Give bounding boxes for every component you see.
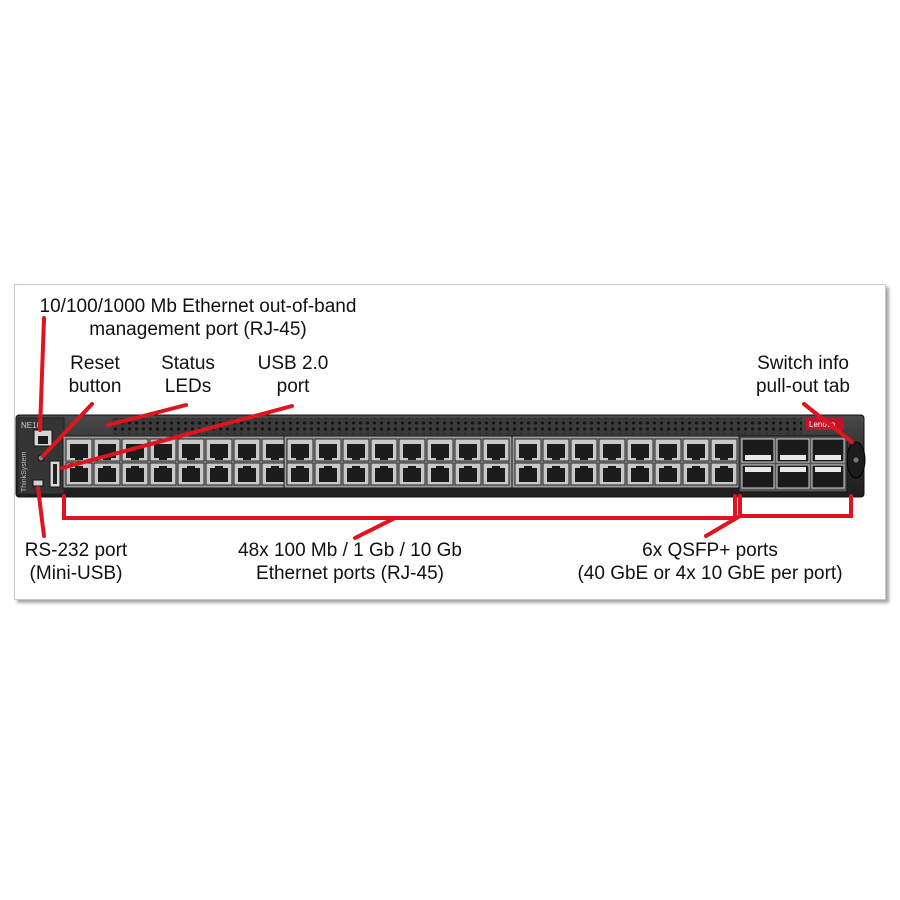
ethernet-ports-label: 48x 100 Mb / 1 Gb / 10 Gb Ethernet ports…: [238, 540, 462, 584]
rj45-port-blocks: [62, 435, 741, 489]
rs232-callout-line: [36, 486, 46, 538]
rj45-port: [370, 462, 398, 486]
rj45-port: [177, 462, 205, 486]
qsfp-ports-label: 6x QSFP+ ports (40 GbE or 4x 10 GbE per …: [577, 540, 843, 584]
mgmt-callout-line: [38, 316, 46, 432]
rj45-port: [93, 462, 121, 486]
callout-lines: [36, 316, 854, 540]
rj45-port: [398, 438, 426, 462]
rj45-block: [283, 435, 513, 489]
rj45-port: [370, 438, 398, 462]
rj45-port: [626, 438, 654, 462]
switch-info-callout-line: [802, 402, 854, 444]
qsfp-port: [776, 438, 810, 463]
rj45-port: [233, 462, 261, 486]
reset-callout-line: [41, 402, 94, 458]
qsfp-port: [741, 438, 775, 463]
rj45-port: [654, 462, 682, 486]
rj45-port: [454, 462, 482, 486]
qsfp-port-block: [738, 435, 848, 493]
qsfp-port: [811, 438, 845, 463]
rj45-port: [682, 438, 710, 462]
rj45-block: [511, 435, 741, 489]
rj45-port: [514, 438, 542, 462]
rj45-port: [598, 438, 626, 462]
rj45-port: [514, 462, 542, 486]
status-leds-label: Status LEDs: [161, 353, 215, 397]
rj45-port: [65, 438, 93, 462]
rj45-port: [426, 462, 454, 486]
rj45-port: [314, 438, 342, 462]
qsfp-port: [741, 464, 775, 489]
usb-port-label: USB 2.0 port: [257, 353, 329, 397]
reset-button-label: Reset button: [68, 353, 122, 397]
rj45-port: [261, 438, 289, 462]
rj45-port: [286, 462, 314, 486]
rj45-port: [398, 462, 426, 486]
rj45-port: [342, 462, 370, 486]
rj45-port: [342, 438, 370, 462]
rj45-port: [314, 462, 342, 486]
ethernet-callout-line: [353, 516, 397, 540]
rj45-port: [710, 462, 738, 486]
rj45-block: [62, 435, 292, 489]
qsfp-port: [776, 464, 810, 489]
rj45-port: [205, 462, 233, 486]
rj45-port: [286, 438, 314, 462]
usb-callout-line: [60, 404, 294, 470]
lenovo-logo: Lenovo: [809, 420, 836, 429]
qsfp-callout-line: [704, 514, 742, 538]
rj45-port: [177, 438, 205, 462]
rj45-port: [710, 438, 738, 462]
mgmt-port-label: 10/100/1000 Mb Ethernet out-of-band mana…: [39, 296, 357, 340]
rj45-port: [626, 462, 654, 486]
vent-strip: [112, 418, 802, 434]
rj45-port: [598, 462, 626, 486]
rj45-port: [454, 438, 482, 462]
rj45-port: [149, 462, 177, 486]
rj45-port: [654, 438, 682, 462]
rj45-port: [542, 438, 570, 462]
rj45-port: [121, 462, 149, 486]
rj45-port: [542, 462, 570, 486]
brand-vertical: ThinkSystem: [21, 451, 28, 492]
rs232-port-label: RS-232 port (Mini-USB): [24, 540, 128, 584]
model-label: NE10: [21, 421, 42, 430]
rj45-port: [570, 462, 598, 486]
rj45-port: [570, 438, 598, 462]
rj45-port: [426, 438, 454, 462]
rj45-port: [482, 462, 510, 486]
qsfp-port: [811, 464, 845, 489]
rj45-port: [261, 462, 289, 486]
rj45-port: [682, 462, 710, 486]
rj45-port: [205, 438, 233, 462]
rj45-port: [482, 438, 510, 462]
rj45-port: [233, 438, 261, 462]
rs232-mini-usb-port: [32, 479, 44, 487]
switch-info-label: Switch info pull-out tab: [755, 353, 850, 397]
qsfp-bracket: [738, 494, 853, 518]
ethernet-bracket: [62, 494, 737, 520]
status-callout-line: [106, 403, 188, 427]
